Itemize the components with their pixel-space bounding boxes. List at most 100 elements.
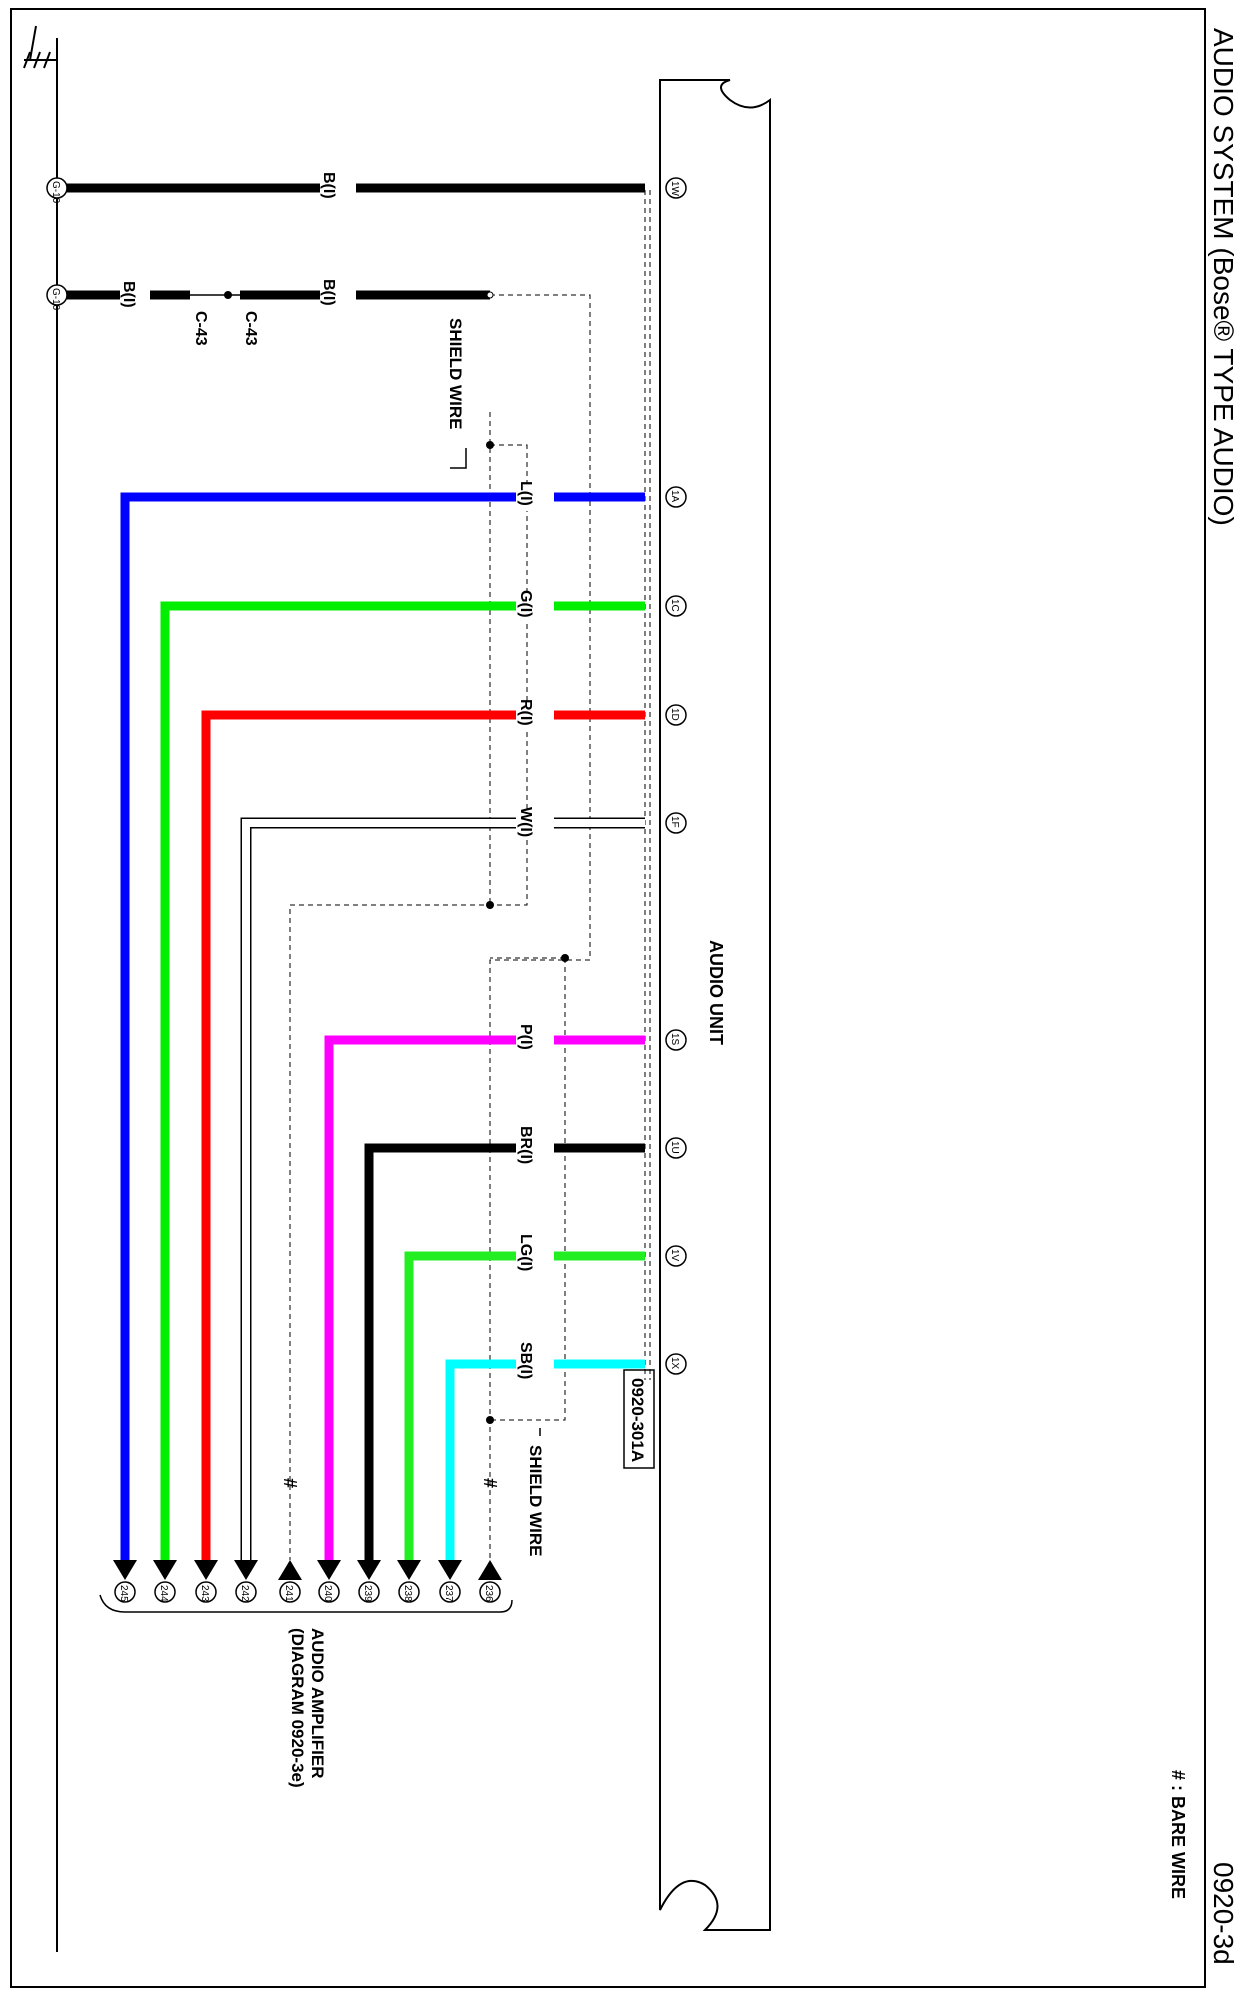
signal-wire-1v: LG(I) 1V 238 [397,1234,687,1603]
amp-pin-239: 239 [358,1581,380,1603]
wire-label-1u: BR(I) [517,1126,534,1164]
amplifier-label-1: AUDIO AMPLIFIER [308,1628,327,1778]
shield-junction [486,291,494,299]
amplifier-brace [99,1594,513,1613]
amp-pin-240: 240 [318,1581,340,1603]
svg-text:244: 244 [158,1585,169,1602]
unit-pin-1w: 1W [665,177,687,199]
amplifier-label-2: (DIAGRAM 0920-3e) [288,1628,307,1788]
wire-label-1a: L(I) [517,481,534,506]
svg-text:G-10: G-10 [50,288,61,311]
svg-text:1V: 1V [669,1249,680,1262]
connector-label-left: C-43 [192,311,209,346]
amp-pin-244: 244 [154,1581,176,1603]
diagram-number: 0920-3d [1208,1862,1239,1965]
svg-text:243: 243 [199,1585,210,1602]
svg-text:236: 236 [483,1585,494,1602]
svg-text:242: 242 [239,1585,250,1602]
bare-mark: # [280,1478,300,1488]
wire-label-bg [516,592,554,620]
arrow-icon [438,1560,462,1580]
arrow-icon [397,1560,421,1580]
unit-pin-1s: 1S [665,1029,687,1051]
amp-pin-236: 236 [479,1581,501,1603]
arrow-icon [113,1560,137,1580]
wire-label-1d: R(I) [517,699,534,726]
svg-text:1S: 1S [669,1033,680,1046]
unit-pin-1x: 1X [665,1353,687,1375]
svg-text:240: 240 [322,1585,333,1602]
amp-pin-237: 237 [439,1581,461,1603]
svg-text:237: 237 [443,1585,454,1602]
wire-label-1c: G(I) [517,590,534,618]
svg-text:239: 239 [362,1585,373,1602]
svg-text:1A: 1A [669,490,680,503]
bare-pin-group: 241 #236 # [278,1478,502,1603]
ground-wire-2-right-label: B(I) [320,279,337,306]
signal-wire-1u: BR(I) 1U 239 [357,1126,687,1603]
svg-text:238: 238 [402,1585,413,1602]
connector-box [623,1369,655,1469]
ground-wire-2-left-label-bg [120,281,150,309]
shield-arrow-top [450,448,467,469]
svg-text:1F: 1F [669,816,680,828]
audio-unit-outline [659,79,771,1931]
arrow-icon [278,1560,302,1580]
wire-label-1v: LG(I) [517,1234,534,1271]
wire-label-bg [516,483,554,511]
arrow-icon [317,1560,341,1580]
ground-terminal-2: G-10 [46,284,68,311]
ground-terminal-1: G-10 [46,177,68,204]
bare-pin-241: 241 # [278,1478,302,1603]
amp-pin-243: 243 [195,1581,217,1603]
ground-symbol-icon [23,25,57,69]
arrow-icon [234,1560,258,1580]
amp-pin-245: 245 [114,1581,136,1603]
svg-text:1C: 1C [669,599,680,612]
shield-wire-label-bottom: SHIELD WIRE [526,1445,545,1556]
diagram-title: AUDIO SYSTEM (Bose® TYPE AUDIO) [1208,28,1239,526]
svg-text:245: 245 [118,1585,129,1602]
signal-wire-group: L(I) 1A 245 G(I) 1C 244 R(I) 1D 243 W(I) 1F 242 P(I)… [113,481,687,1603]
audio-unit-label: AUDIO UNIT [706,940,726,1045]
shield-wire-label-top: SHIELD WIRE [446,318,465,429]
ground-wire-2-left-label: B(I) [120,281,137,308]
arrow-icon [357,1560,381,1580]
ground-wire-1-label: B(I) [320,172,337,199]
svg-text:1W: 1W [669,181,680,197]
wire-label-bg [516,809,554,837]
svg-text:241: 241 [283,1585,294,1602]
unit-pin-1u: 1U [665,1137,687,1159]
unit-pin-1f: 1F [665,812,687,834]
shield-dots [486,441,569,1424]
wire-label-1s: P(I) [517,1024,534,1050]
svg-text:1U: 1U [669,1141,680,1154]
wire-label-bg [516,701,554,729]
signal-wire-1s: P(I) 1S 240 [317,1024,687,1603]
signal-wire-1f: W(I) 1F 242 [234,807,687,1603]
connector-code: 0920-301A [628,1378,647,1462]
wire-label-bg [516,1134,554,1162]
unit-pin-1a: 1A [665,486,687,508]
bare-pin-236: 236 # [478,1478,502,1603]
wire-label-bg [516,1242,554,1270]
unit-pin-1c: 1C [665,595,687,617]
arrow-icon [153,1560,177,1580]
wire-label-1x: SB(I) [517,1342,534,1379]
ground-wire-1-label-bg [320,174,356,202]
bare-mark: # [480,1478,500,1488]
amp-pin-241: 241 [279,1581,301,1603]
connector-label-right: C-43 [242,311,259,346]
wire-label-1f: W(I) [517,807,534,837]
ground-wire-group: B(I) G-10 1W B(I) B(I) C-43 C-43 G-10 [46,172,687,346]
signal-wire-1x: SB(I) 1X 237 [438,1342,687,1603]
ground-wire-2-right-label-bg [320,281,356,309]
bare-wire-legend: # : BARE WIRE [1168,1770,1188,1899]
svg-text:1D: 1D [669,708,680,721]
amp-pin-242: 242 [235,1581,257,1603]
wire-label-bg [516,1026,554,1054]
signal-wire-1a: L(I) 1A 245 [113,481,687,1603]
arrow-icon [478,1560,502,1580]
